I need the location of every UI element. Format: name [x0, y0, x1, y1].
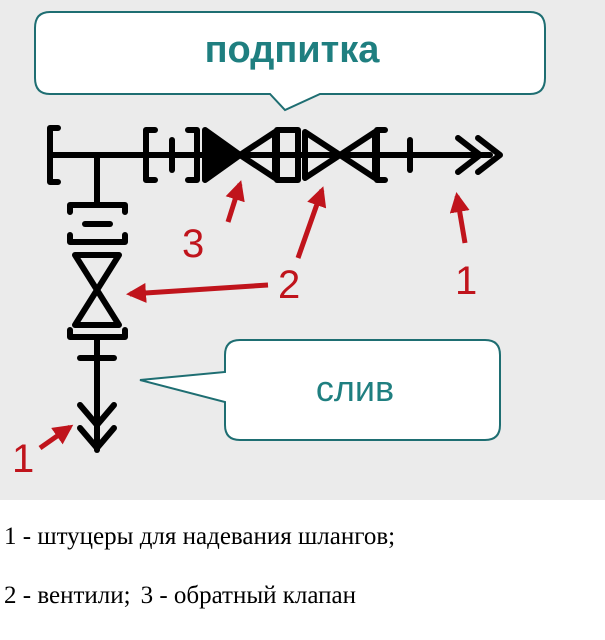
marker-1-top: 1	[455, 259, 477, 303]
valve1-bracket-right	[374, 127, 388, 183]
legend-fittings: 1 - штуцеры для надевания шлангов;	[4, 523, 396, 550]
branch-bracket-top	[67, 202, 128, 215]
legend-valves: 2 - вентили;	[4, 582, 131, 609]
valve1-bracket-left	[274, 127, 288, 183]
coupling-right-bracket	[185, 127, 200, 183]
legend-check-valve: 3 - обратный клапан	[140, 582, 357, 609]
valve1-left-triangle	[302, 129, 343, 181]
piping-symbols	[47, 125, 503, 453]
valve2-bottom-triangle	[72, 287, 122, 328]
check-valve-symbol	[202, 127, 243, 183]
arrow-valve-vertical	[126, 282, 269, 303]
hose-fitting-chevron-2	[475, 135, 503, 175]
arrow-valve-top	[295, 186, 327, 259]
branch-bracket-top-lower	[67, 232, 128, 245]
legend-line-2: 2 - вентили; 3 - обратный клапан	[4, 582, 356, 610]
marker-2: 2	[278, 263, 300, 307]
valve2-top-triangle	[72, 252, 122, 293]
left-end-cap	[47, 125, 61, 185]
drain-callout-bubble: слив	[139, 339, 501, 441]
marker-3: 3	[182, 222, 204, 266]
drain-callout-text: слив	[316, 368, 394, 409]
drain-chevron-1	[77, 402, 117, 428]
arrow-fitting-bottom	[38, 424, 74, 451]
arrow-fitting-top	[449, 192, 470, 244]
marker-1-bottom: 1	[12, 437, 34, 481]
arrow-check-valve	[225, 180, 245, 223]
hose-fitting-chevron-1	[455, 135, 483, 175]
coupling-left-bracket	[143, 127, 158, 183]
drain-chevron-2	[77, 425, 117, 451]
top-callout-text: подпитка	[205, 29, 381, 71]
piping-diagram: подпитка слив	[12, 11, 546, 481]
legend-line-1: 1 - штуцеры для надевания шлангов;	[4, 523, 395, 551]
top-callout-bubble: подпитка	[34, 11, 546, 112]
